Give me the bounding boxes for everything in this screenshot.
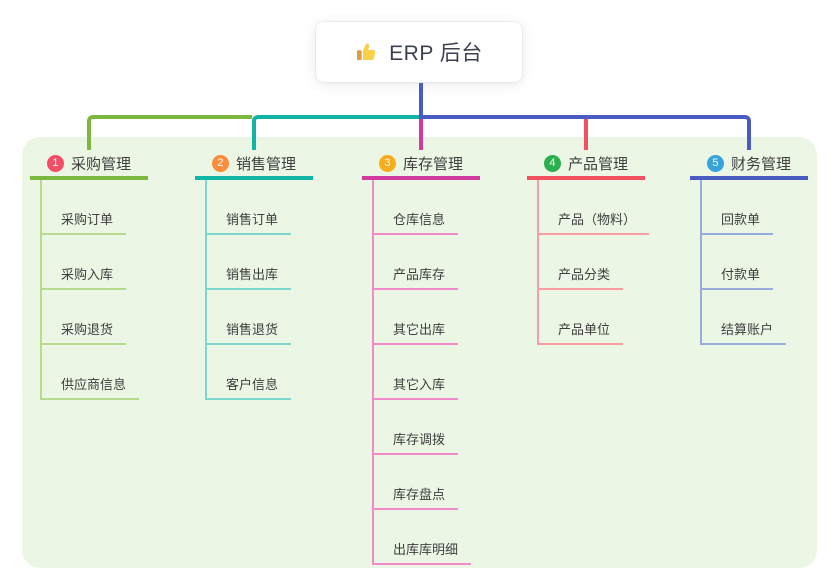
sub-item[interactable]: 产品单位 — [539, 290, 624, 345]
branch-title-label: 销售管理 — [235, 155, 296, 173]
sub-item[interactable]: 产品库存 — [374, 235, 459, 290]
branch-title[interactable]: 5 财务管理 — [690, 150, 808, 180]
branch-node-4: 4 产品管理 产品（物料）产品分类产品单位 — [527, 150, 650, 345]
branch-title[interactable]: 3 库存管理 — [362, 150, 480, 180]
branch-items: 采购订单采购入库采购退货供应商信息 — [40, 180, 140, 400]
sub-item[interactable]: 回款单 — [702, 180, 774, 235]
branch-items: 回款单付款单结算账户 — [700, 180, 787, 345]
sub-item[interactable]: 结算账户 — [702, 290, 787, 345]
connector-segment — [584, 119, 588, 150]
branch-node-5: 5 财务管理 回款单付款单结算账户 — [690, 150, 808, 345]
branch-title[interactable]: 1 采购管理 — [30, 150, 148, 180]
connector-segment — [252, 115, 419, 150]
sub-item[interactable]: 采购入库 — [42, 235, 127, 290]
branch-title-label: 库存管理 — [402, 155, 463, 173]
branch-node-1: 1 采购管理 采购订单采购入库采购退货供应商信息 — [30, 150, 148, 400]
root-node-label: ERP 后台 — [389, 42, 483, 65]
sub-item[interactable]: 库存盘点 — [374, 455, 459, 510]
branch-items: 销售订单销售出库销售退货客户信息 — [205, 180, 292, 400]
sub-item[interactable]: 采购退货 — [42, 290, 127, 345]
branch-number-badge: 3 — [378, 154, 396, 172]
branch-number-badge: 4 — [543, 154, 561, 172]
sub-item[interactable]: 销售退货 — [207, 290, 292, 345]
sub-item[interactable]: 产品（物料） — [539, 180, 650, 235]
branch-number-badge: 2 — [211, 154, 229, 172]
sub-item[interactable]: 仓库信息 — [374, 180, 459, 235]
connector-segment — [419, 115, 751, 150]
sub-item[interactable]: 采购订单 — [42, 180, 127, 235]
branch-title[interactable]: 4 产品管理 — [527, 150, 645, 180]
branch-number-badge: 5 — [706, 154, 724, 172]
sub-item[interactable]: 供应商信息 — [42, 345, 140, 400]
branch-title-label: 采购管理 — [70, 155, 131, 173]
sub-item[interactable]: 出库库明细 — [374, 510, 472, 565]
thumbs-up-icon — [355, 40, 379, 64]
sub-item[interactable]: 付款单 — [702, 235, 774, 290]
connector-segment — [419, 82, 423, 119]
branch-title[interactable]: 2 销售管理 — [195, 150, 313, 180]
connector-segment — [87, 115, 252, 150]
sub-item[interactable]: 其它入库 — [374, 345, 459, 400]
sub-item[interactable]: 其它出库 — [374, 290, 459, 345]
branch-items: 产品（物料）产品分类产品单位 — [537, 180, 650, 345]
sub-item[interactable]: 库存调拨 — [374, 400, 459, 455]
sub-item[interactable]: 客户信息 — [207, 345, 292, 400]
branch-node-3: 3 库存管理 仓库信息产品库存其它出库其它入库库存调拨库存盘点出库库明细 — [362, 150, 480, 565]
connector-segment — [419, 119, 423, 150]
root-node[interactable]: ERP 后台 — [316, 22, 522, 82]
sub-item[interactable]: 销售订单 — [207, 180, 292, 235]
branch-title-label: 产品管理 — [567, 155, 628, 173]
branches-panel — [22, 137, 817, 568]
branch-title-label: 财务管理 — [730, 155, 791, 173]
branch-number-badge: 1 — [46, 154, 64, 172]
branch-node-2: 2 销售管理 销售订单销售出库销售退货客户信息 — [195, 150, 313, 400]
branch-items: 仓库信息产品库存其它出库其它入库库存调拨库存盘点出库库明细 — [372, 180, 472, 565]
sub-item[interactable]: 产品分类 — [539, 235, 624, 290]
sub-item[interactable]: 销售出库 — [207, 235, 292, 290]
